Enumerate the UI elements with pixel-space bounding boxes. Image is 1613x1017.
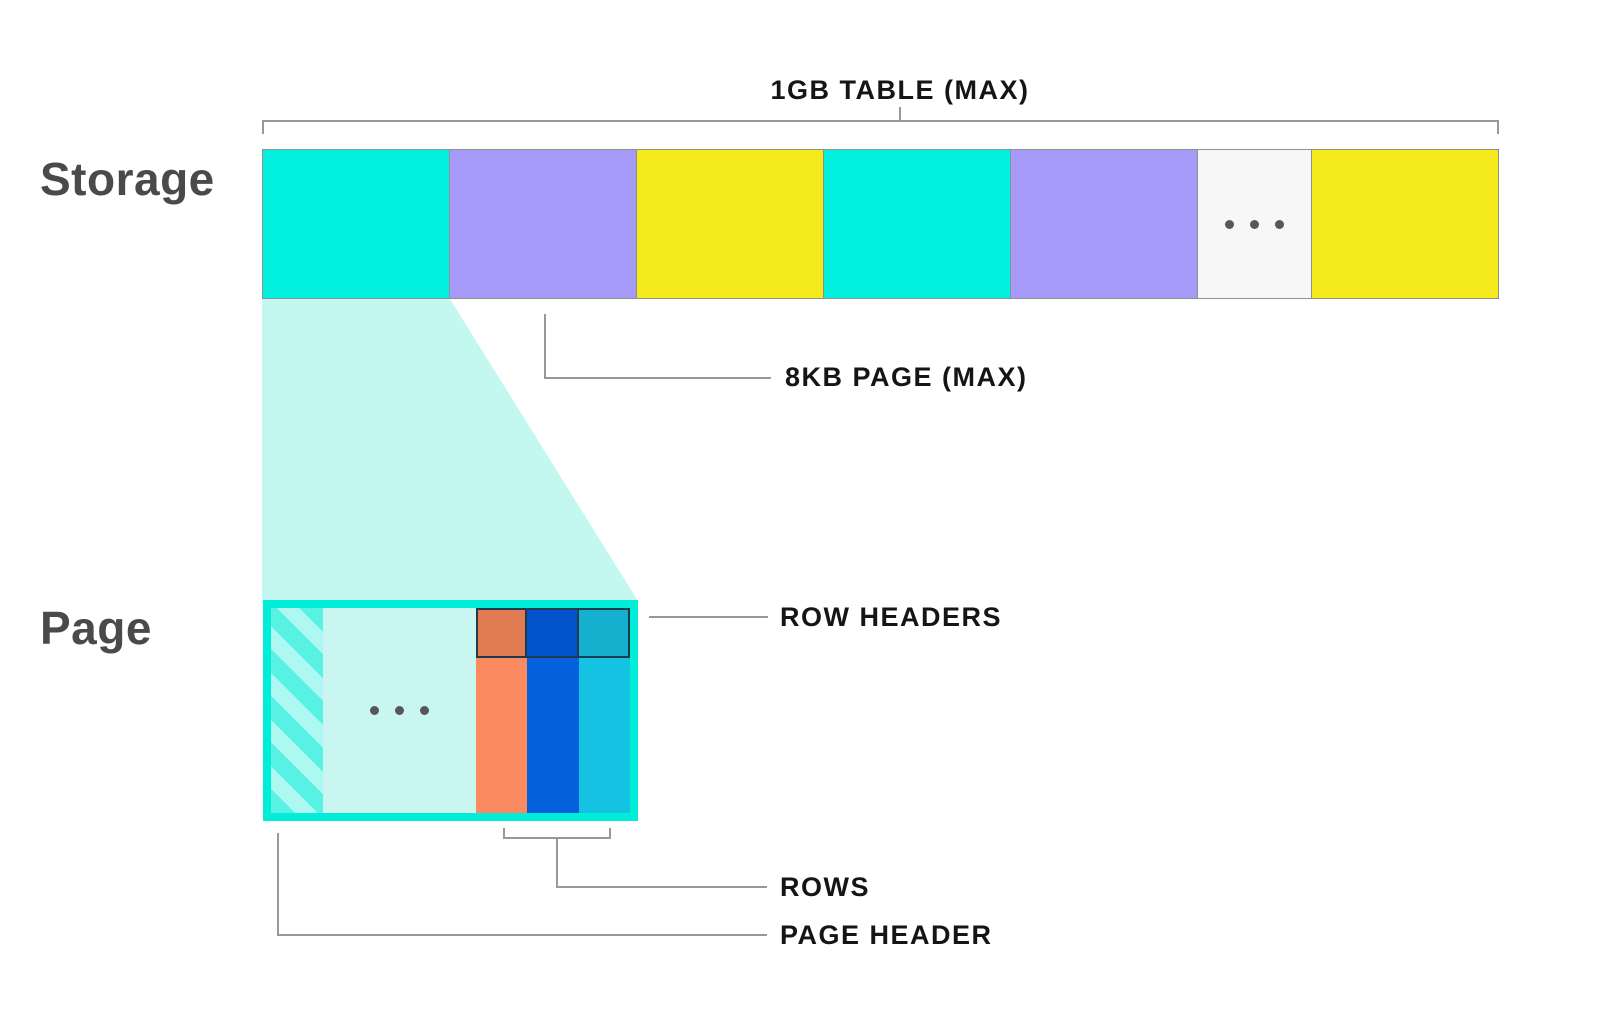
rows-connector-horizontal <box>556 886 767 888</box>
page-max-label: 8KB PAGE (MAX) <box>785 362 1028 392</box>
storage-page-block <box>1010 150 1198 298</box>
page-max-connector-horizontal <box>544 377 771 379</box>
page-box <box>263 600 638 821</box>
row-header-cell <box>578 608 630 658</box>
storage-page-block-ellipsis <box>1197 150 1311 298</box>
row-body-cell <box>578 658 630 813</box>
page-header-connector-horizontal <box>277 934 767 936</box>
row-headers-connector <box>649 616 768 618</box>
storage-page-block <box>449 150 637 298</box>
page-rows <box>476 608 630 813</box>
dot <box>395 706 404 715</box>
dot <box>370 706 379 715</box>
rows-bracket-left-tick <box>503 828 505 839</box>
dot <box>420 706 429 715</box>
page-max-connector-vertical <box>544 314 546 379</box>
storage-page-block <box>823 150 1011 298</box>
table-max-bracket-right-tick <box>1497 120 1499 134</box>
row-body-cell <box>527 658 579 813</box>
storage-bar <box>262 149 1499 299</box>
rows-connector-stem <box>556 837 558 888</box>
row-headers-label: ROW HEADERS <box>780 602 1003 632</box>
page-header-connector-vertical <box>277 833 279 936</box>
page-section-label: Page <box>40 602 152 654</box>
zoom-funnel <box>262 299 638 601</box>
row-body-cell <box>476 658 528 813</box>
table-max-bracket-center-tick <box>899 107 901 122</box>
rows-label: ROWS <box>780 872 870 902</box>
row-header-cell <box>527 608 579 658</box>
page-box-interior <box>271 608 630 813</box>
page-header-hatch <box>271 608 323 813</box>
dot <box>1225 219 1235 229</box>
storage-page-block <box>263 150 450 298</box>
rows-bracket-right-tick <box>609 828 611 839</box>
page-header-label: PAGE HEADER <box>780 920 993 950</box>
row-column <box>476 608 528 813</box>
ellipsis-dots <box>1225 219 1285 229</box>
storage-section-label: Storage <box>40 153 215 205</box>
row-header-cell <box>476 608 528 658</box>
storage-page-block <box>1310 150 1499 298</box>
row-column <box>527 608 579 813</box>
storage-page-block <box>636 150 824 298</box>
row-column <box>578 608 630 813</box>
table-max-bracket-line <box>262 120 1499 122</box>
dot <box>1275 219 1285 229</box>
ellipsis-dots <box>370 706 429 715</box>
table-max-label: 1GB TABLE (MAX) <box>770 75 1030 105</box>
table-max-bracket-left-tick <box>262 120 264 134</box>
dot <box>1250 219 1260 229</box>
